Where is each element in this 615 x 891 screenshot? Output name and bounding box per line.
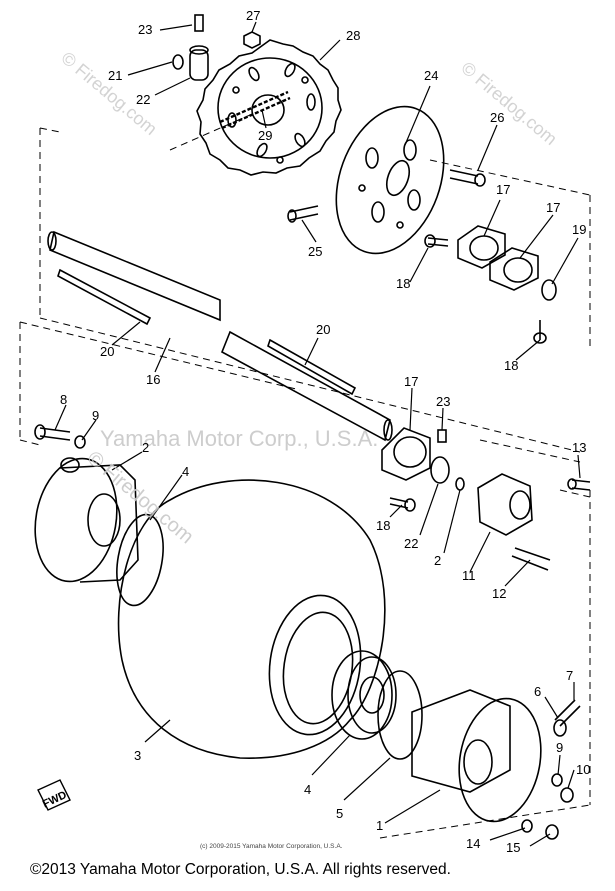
callout-13: 13 <box>572 440 586 455</box>
callout-18-b: 18 <box>504 358 518 373</box>
inner-copyright: (c) 2009-2015 Yamaha Motor Corporation, … <box>200 843 343 850</box>
callout-10: 10 <box>576 762 590 777</box>
wheel-bearing <box>331 650 397 740</box>
callout-22-top: 22 <box>136 92 150 107</box>
callout-23-top: 23 <box>138 22 152 37</box>
rear-axle <box>47 230 393 442</box>
sprocket-hardware <box>172 14 261 81</box>
assembly-frame-lines <box>19 114 591 839</box>
callout-6: 6 <box>534 684 541 699</box>
callout-21: 21 <box>108 68 122 83</box>
callout-16: 16 <box>146 372 160 387</box>
callout-19: 19 <box>572 222 586 237</box>
o-ring-left <box>116 513 164 607</box>
callout-22-mid: 22 <box>404 536 418 551</box>
callout-3: 3 <box>134 748 141 763</box>
callout-2-mid: 2 <box>434 553 441 568</box>
callout-5: 5 <box>336 806 343 821</box>
callout-1: 1 <box>376 818 383 833</box>
callout-7: 7 <box>566 668 573 683</box>
watermark-firedog-2: © Firedog.com <box>457 58 560 149</box>
callout-17-b: 17 <box>546 200 560 215</box>
callout-9-left: 9 <box>92 408 99 423</box>
watermark-firedog-3: © Firedog.com <box>83 447 198 548</box>
callout-29: 29 <box>258 128 272 143</box>
callout-12: 12 <box>492 586 506 601</box>
callout-4-right: 4 <box>304 782 311 797</box>
callout-15: 15 <box>506 840 520 855</box>
callout-26: 26 <box>490 110 504 125</box>
callout-17-a: 17 <box>496 182 510 197</box>
bearing-housing-lower <box>381 427 465 512</box>
callout-20-a: 20 <box>100 344 114 359</box>
rear-sprocket <box>196 39 342 176</box>
tire <box>117 479 386 759</box>
disc-hub <box>335 105 445 255</box>
callout-9-right: 9 <box>556 740 563 755</box>
wheel-hub-left <box>34 424 139 583</box>
fwd-arrow-icon <box>37 779 71 811</box>
callout-18-c: 18 <box>376 518 390 533</box>
sprocket-bolt-chain <box>219 90 291 130</box>
footer-copyright: ©2013 Yamaha Motor Corporation, U.S.A. A… <box>30 861 451 878</box>
wheel-hub-right <box>411 689 581 840</box>
callout-25: 25 <box>308 244 322 259</box>
callout-27: 27 <box>246 8 260 23</box>
bearing-housing-top <box>424 225 557 344</box>
callout-11: 11 <box>462 568 476 583</box>
callout-8: 8 <box>60 392 67 407</box>
hub-bolts <box>287 169 486 223</box>
leader-lines <box>54 21 581 847</box>
callout-24: 24 <box>424 68 438 83</box>
o-ring-right <box>377 670 423 760</box>
callout-17-c: 17 <box>404 374 418 389</box>
axle-keys <box>57 268 357 396</box>
axle-hub <box>477 473 591 571</box>
callout-14: 14 <box>466 836 480 851</box>
watermark-yamaha: Yamaha Motor Corp., U.S.A. <box>100 426 378 451</box>
callout-4-left: 4 <box>182 464 189 479</box>
callout-18-a: 18 <box>396 276 410 291</box>
callout-2-left: 2 <box>142 440 149 455</box>
callout-28: 28 <box>346 28 360 43</box>
callout-20-b: 20 <box>316 322 330 337</box>
callout-23-mid: 23 <box>436 394 450 409</box>
